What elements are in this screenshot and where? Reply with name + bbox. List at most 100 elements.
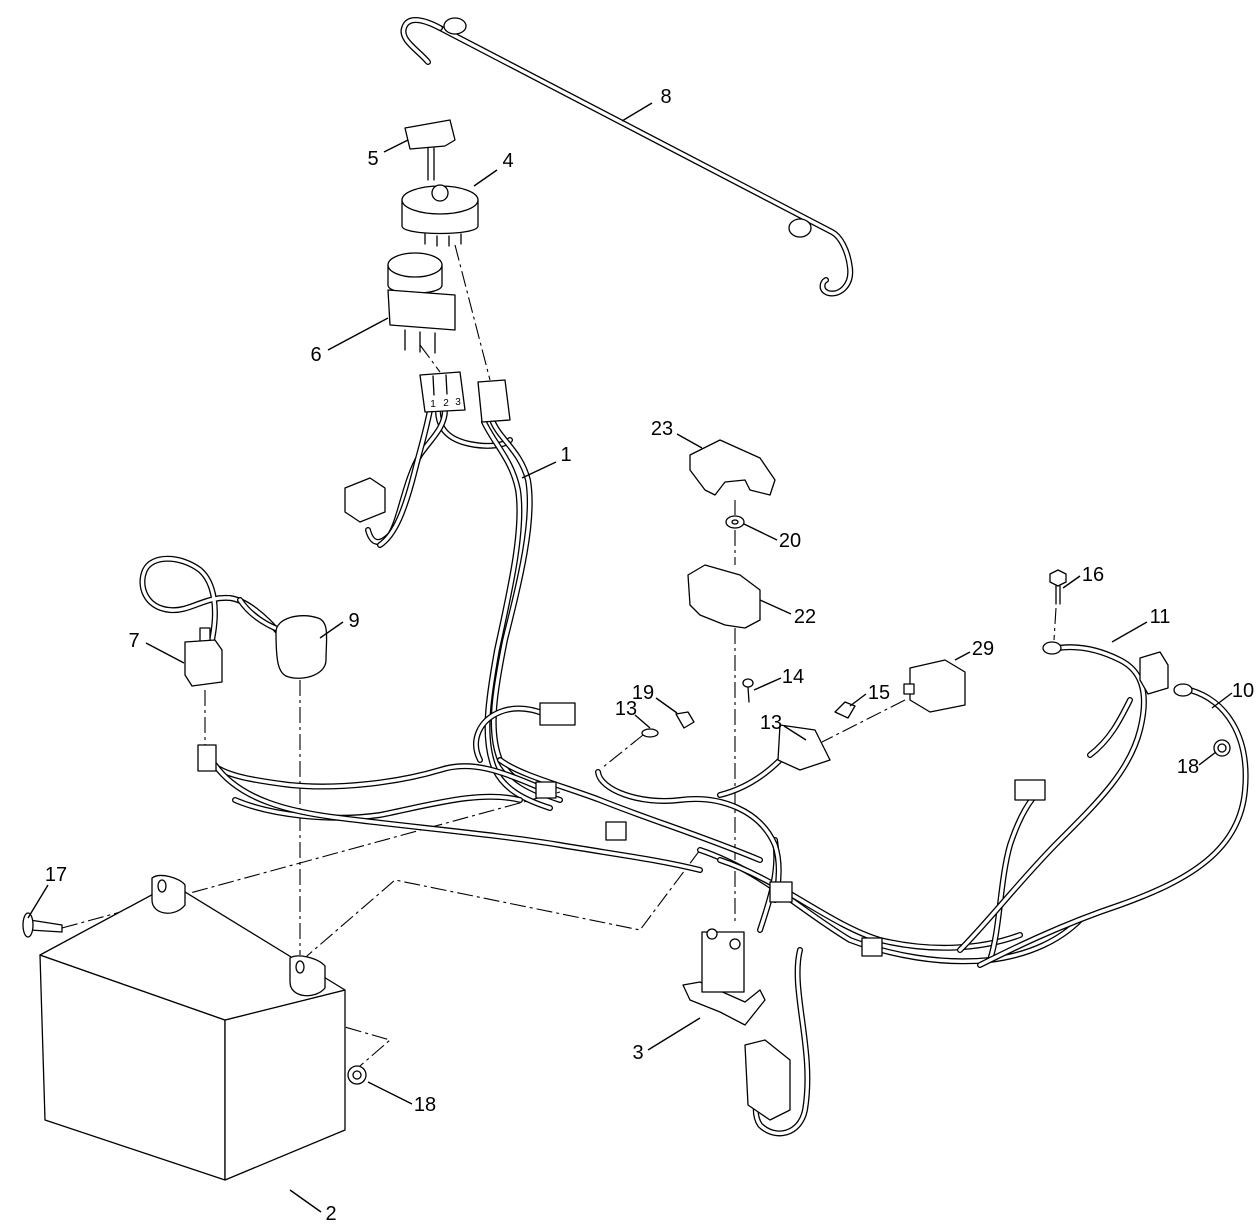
callout-label: 7 xyxy=(128,630,139,652)
callout-label: 20 xyxy=(779,530,801,552)
inline-connector xyxy=(535,781,557,799)
bolt-head xyxy=(1049,569,1067,587)
leader-line xyxy=(849,693,867,707)
pin-label: 2 xyxy=(443,398,449,409)
screw-shaft xyxy=(747,686,750,703)
boot-lead-core xyxy=(140,557,287,642)
connector-body xyxy=(477,379,511,423)
callout-label: 3 xyxy=(632,1042,643,1064)
nut-hole xyxy=(731,519,739,525)
assembly-line xyxy=(601,734,644,769)
battery-cable-core xyxy=(596,770,781,902)
harness-trunk-core xyxy=(482,420,552,810)
callout-5: 5 xyxy=(367,139,409,170)
wing-nut xyxy=(675,711,695,729)
leader-line xyxy=(743,523,778,541)
harness-trunk-core xyxy=(498,758,762,862)
callout-label: 6 xyxy=(310,344,321,366)
inline-connector xyxy=(539,702,576,726)
callout-6: 6 xyxy=(310,317,389,366)
assembly-line xyxy=(299,849,701,963)
relay xyxy=(184,627,223,772)
pto-switch xyxy=(387,252,456,354)
callout-17: 17 xyxy=(27,864,67,919)
callout-label: 11 xyxy=(1150,606,1171,628)
fuse-block xyxy=(777,724,831,771)
connector-body xyxy=(1014,779,1046,801)
callout-label: 2 xyxy=(325,1203,336,1225)
assembly-line xyxy=(419,344,441,373)
pin-label: 1 xyxy=(430,399,436,410)
callout-18-bottom: 18 xyxy=(367,1081,436,1116)
callout-18-right: 18 xyxy=(1177,751,1217,778)
connector-three-pin: 1 2 3 xyxy=(419,371,466,413)
screw-head xyxy=(742,678,754,688)
battery-side xyxy=(224,989,346,1181)
rod-clip xyxy=(788,218,812,238)
harness-wire-core xyxy=(213,763,702,872)
leader-line xyxy=(327,317,389,351)
knob-face xyxy=(387,252,443,278)
connector-body xyxy=(419,371,466,413)
callout-13-right: 13 xyxy=(760,712,807,741)
callout-1: 1 xyxy=(521,444,572,479)
battery-terminal xyxy=(151,874,186,914)
harness-wire-core xyxy=(474,706,547,762)
callout-label: 16 xyxy=(1082,564,1104,586)
leader-line xyxy=(634,714,651,729)
callout-16: 16 xyxy=(1062,564,1104,589)
leader-line xyxy=(783,725,807,741)
switch-housing xyxy=(387,289,456,331)
callout-3: 3 xyxy=(632,1017,701,1064)
assembly-line xyxy=(1053,607,1057,641)
switch-terminals xyxy=(404,329,436,354)
ring-terminal xyxy=(1173,683,1193,697)
leader-line xyxy=(759,599,792,615)
pin-label: 3 xyxy=(455,397,461,408)
callout-label: 13 xyxy=(615,698,637,720)
key-cylinder xyxy=(431,184,449,202)
switch-terminals xyxy=(424,233,462,247)
leader-line xyxy=(473,169,498,187)
inline-connector xyxy=(769,881,793,903)
nut-hole xyxy=(1217,743,1227,753)
solenoid-terminal xyxy=(706,928,718,940)
assembly-line xyxy=(454,244,491,381)
solenoid-terminal xyxy=(729,938,741,950)
callout-19: 19 xyxy=(632,682,678,714)
parts: 1 2 3 xyxy=(22,17,1231,1181)
washer xyxy=(641,728,659,738)
callout-9: 9 xyxy=(319,610,360,639)
battery xyxy=(39,874,346,1181)
terminal-cover xyxy=(689,439,776,496)
harness-wire xyxy=(365,407,448,545)
callout-20: 20 xyxy=(743,523,801,552)
ground-cable-core xyxy=(958,645,1146,952)
leader-line xyxy=(1062,575,1081,589)
key-shaft xyxy=(427,147,435,181)
callout-29: 29 xyxy=(954,638,994,661)
relay-box xyxy=(909,659,966,713)
callout-7: 7 xyxy=(128,630,185,664)
callout-14: 14 xyxy=(753,666,804,691)
leader-line xyxy=(383,139,409,153)
leader-line xyxy=(27,884,49,919)
harness-wire-core xyxy=(366,408,447,544)
leader-line xyxy=(1211,692,1233,709)
callout-8: 8 xyxy=(621,86,672,122)
battery-terminal xyxy=(289,955,326,997)
leader-line xyxy=(367,1081,413,1105)
callout-22: 22 xyxy=(759,599,816,628)
connector-body xyxy=(344,477,386,523)
solenoid xyxy=(682,928,766,1026)
callout-label: 15 xyxy=(868,682,890,704)
harness-wire-core xyxy=(1088,698,1132,757)
battery-cable-core xyxy=(978,688,1248,967)
harness-wire-core xyxy=(718,758,782,797)
terminal-hole xyxy=(157,879,167,893)
callout-11: 11 xyxy=(1111,606,1171,643)
callout-label: 19 xyxy=(632,682,654,704)
leader-line xyxy=(676,433,703,449)
callout-label: 8 xyxy=(660,86,671,108)
support-rod-core xyxy=(438,26,852,296)
